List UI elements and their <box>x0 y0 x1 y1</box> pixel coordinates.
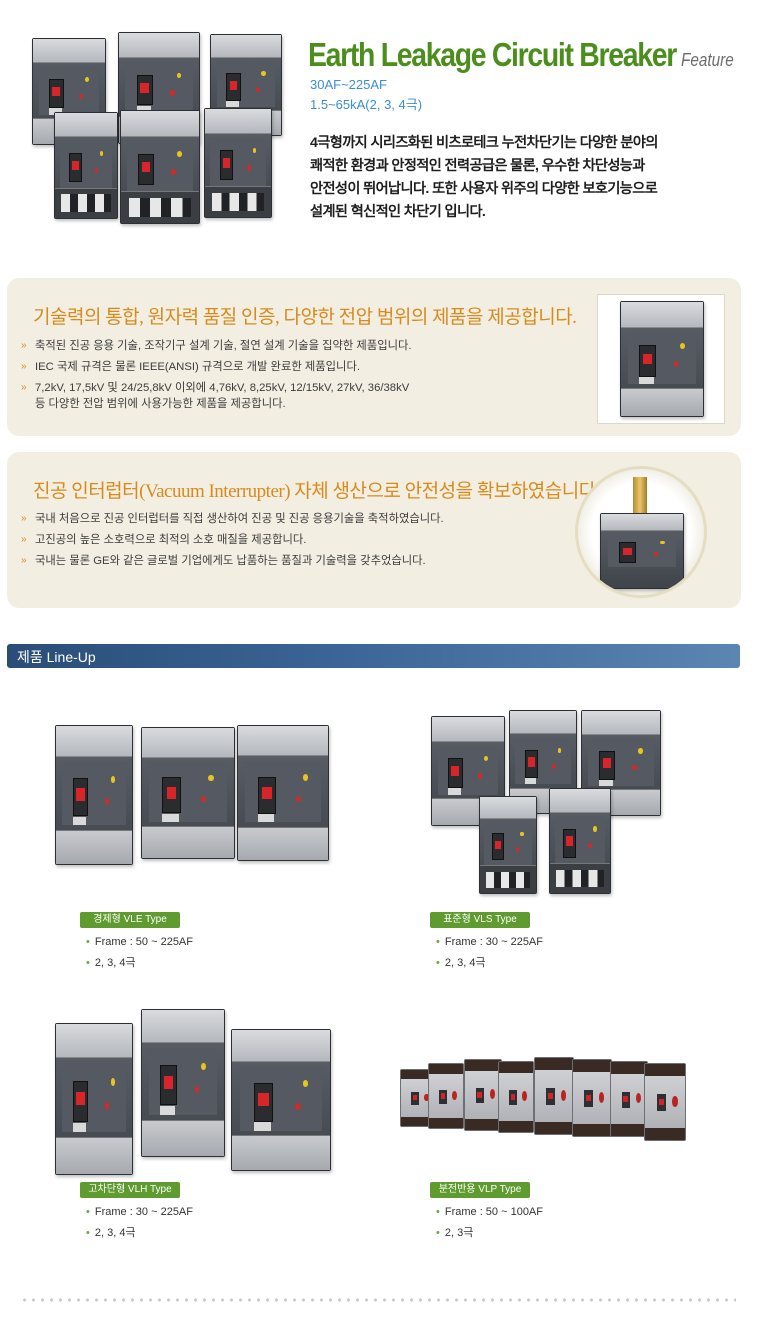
mini-breaker-image <box>464 1059 502 1131</box>
spec-list-item: •2, 3, 4극 <box>86 957 136 969</box>
bullet-icon: • <box>436 957 440 969</box>
breaker-image <box>55 1023 133 1175</box>
arrow-icon: » <box>21 534 27 545</box>
breaker-image <box>237 725 329 861</box>
spec-frame: 30AF~225AF <box>310 77 387 92</box>
product-type-tag: 표준형 VLS Type <box>430 912 530 928</box>
lineup-section-bar: 제품 Line-Up <box>7 644 740 668</box>
breaker-image <box>620 301 704 417</box>
mini-breaker-image <box>534 1057 574 1135</box>
feature-box-2: 진공 인터럽터(Vacuum Interrupter) 자체 생산으로 안전성을… <box>7 452 741 608</box>
spec-list-item: •Frame : 50 ~ 225AF <box>86 936 193 948</box>
spec-list-item: •Frame : 30 ~ 225AF <box>436 936 543 948</box>
intro-line: 안전성이 뛰어납니다. 또한 사용자 위주의 다양한 보호기능으로 <box>310 181 658 197</box>
vlp-product-image <box>398 1055 688 1150</box>
feature-heading: 기술력의 통합, 원자력 품질 인증, 다양한 전압 범위의 제품을 제공합니다… <box>33 307 577 328</box>
arrow-icon: » <box>21 513 27 524</box>
spec-list-item: •Frame : 30 ~ 225AF <box>86 1206 193 1218</box>
bullet-icon: • <box>86 1227 90 1239</box>
intro-line: 설계된 혁신적인 차단기 입니다. <box>310 204 486 220</box>
breaker-image <box>204 108 272 218</box>
vle-product-image <box>45 715 335 865</box>
spec-list-item: •2, 3극 <box>436 1227 474 1239</box>
product-type-tag: 고차단형 VLH Type <box>80 1182 180 1198</box>
mini-breaker-image <box>572 1059 612 1137</box>
breaker-image <box>479 796 537 894</box>
dotted-divider <box>20 1298 736 1302</box>
bullet-icon: • <box>436 936 440 948</box>
interrupter-rod <box>633 477 647 519</box>
intro-line: 4극형까지 시리즈화된 비츠로테크 누전차단기는 다양한 분야의 <box>310 135 658 151</box>
feature-item: »고진공의 높은 소호력으로 최적의 소호 매질을 제공합니다. <box>21 534 307 546</box>
vacuum-interrupter-photo <box>575 466 707 598</box>
breaker-image <box>600 513 684 589</box>
intro-line: 쾌적한 환경과 안정적인 전력공급은 물론, 우수한 차단성능과 <box>310 158 645 174</box>
spec-list-item: •2, 3, 4극 <box>436 957 486 969</box>
bullet-icon: • <box>86 957 90 969</box>
bullet-icon: • <box>436 1206 440 1218</box>
mini-breaker-image <box>428 1063 464 1129</box>
vls-product-image <box>425 708 665 898</box>
spec-list-item: •Frame : 50 ~ 100AF <box>436 1206 543 1218</box>
hero-product-image <box>20 30 300 265</box>
product-type-tag: 분전반용 VLP Type <box>430 1182 530 1198</box>
arrow-icon: » <box>21 340 27 351</box>
breaker-image <box>141 1009 225 1157</box>
intro-paragraph: 4극형까지 시리즈화된 비츠로테크 누전차단기는 다양한 분야의 쾌적한 환경과… <box>310 132 750 224</box>
feature-item-continued: 등 다양한 전압 범위에 사용가능한 제품을 제공합니다. <box>35 398 286 410</box>
product-photo <box>597 294 725 424</box>
feature-item: »7,2kV, 17,5kV 및 24/25,8kV 이외에 4,76kV, 8… <box>21 382 410 394</box>
feature-box-1: 기술력의 통합, 원자력 품질 인증, 다양한 전압 범위의 제품을 제공합니다… <box>7 278 741 436</box>
feature-item: »축적된 진공 응용 기술, 조작기구 설계 기술, 절연 설계 기술을 집약한… <box>21 340 412 352</box>
bullet-icon: • <box>436 1227 440 1239</box>
mini-breaker-image <box>610 1061 648 1137</box>
feature-item: »국내 처음으로 진공 인터럽터를 직접 생산하여 진공 및 진공 응용기술을 … <box>21 513 444 525</box>
spec-list-item: •2, 3, 4극 <box>86 1227 136 1239</box>
bullet-icon: • <box>86 936 90 948</box>
breaker-image <box>54 112 118 219</box>
mini-breaker-image <box>644 1063 686 1141</box>
lineup-title: 제품 Line-Up <box>17 649 96 665</box>
feature-heading: 진공 인터럽터(Vacuum Interrupter) 자체 생산으로 안전성을… <box>33 481 600 502</box>
breaker-image <box>55 725 133 865</box>
feature-item: »국내는 물론 GE와 같은 글로벌 기업에게도 납품하는 품질과 기술력을 갖… <box>21 555 426 567</box>
feature-item: »IEC 국제 규격은 물론 IEEE(ANSI) 규격으로 개발 완료한 제품… <box>21 361 360 373</box>
arrow-icon: » <box>21 382 27 393</box>
arrow-icon: » <box>21 555 27 566</box>
breaker-image <box>231 1029 331 1171</box>
product-type-tag: 경제형 VLE Type <box>80 912 180 928</box>
breaker-image <box>549 788 611 894</box>
page-title-suffix: Feature <box>681 50 734 70</box>
mini-breaker-image <box>498 1061 534 1133</box>
vlh-product-image <box>45 1005 335 1175</box>
breaker-image <box>120 110 200 224</box>
bullet-icon: • <box>86 1206 90 1218</box>
breaker-image <box>141 727 235 859</box>
page-title: Earth Leakage Circuit Breaker <box>308 36 677 73</box>
spec-capacity: 1.5~65kA(2, 3, 4극) <box>310 97 423 112</box>
arrow-icon: » <box>21 361 27 372</box>
mini-breaker-image <box>400 1069 436 1127</box>
